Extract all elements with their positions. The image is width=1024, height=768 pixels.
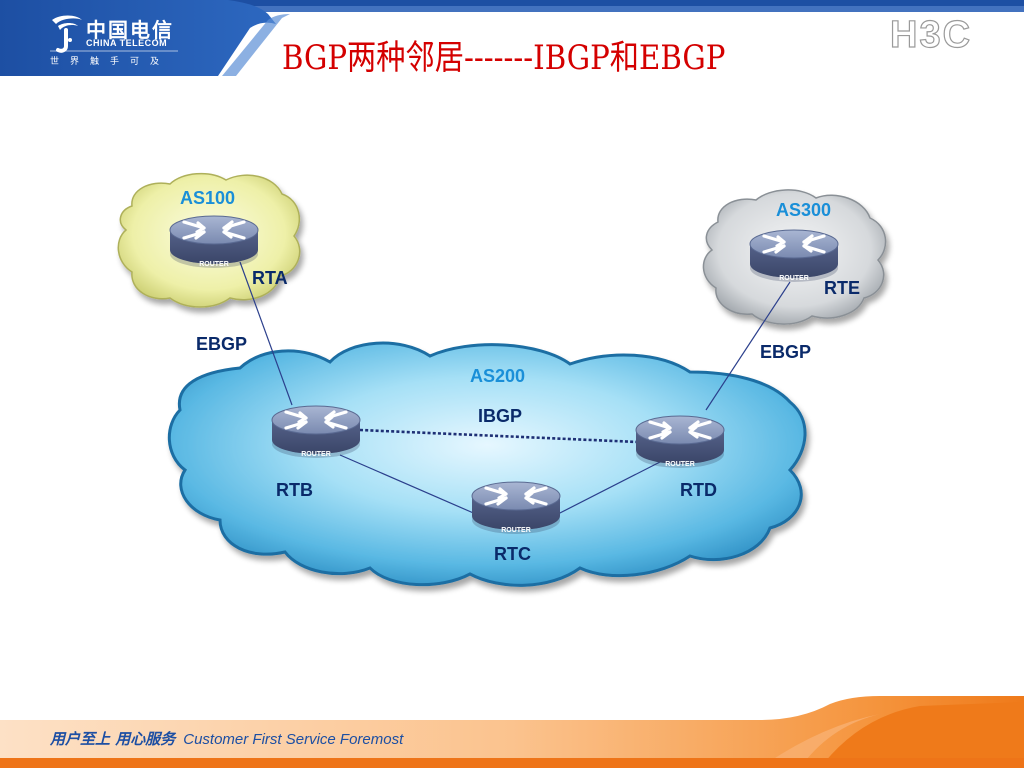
router-rtb-label: RTB xyxy=(276,480,313,500)
router-rtc-label: RTC xyxy=(494,544,531,564)
brand-name-en: CHINA TELECOM xyxy=(86,38,168,48)
as200-label: AS200 xyxy=(470,366,526,386)
router-badge-rtc: ROUTER xyxy=(501,527,531,534)
footer-banner xyxy=(0,696,1024,768)
page-title: BGP两种邻居-------IBGP和EBGP xyxy=(282,38,726,78)
ebgp-label-left: EBGP xyxy=(196,334,248,354)
link-rtb-rtc xyxy=(339,454,479,516)
router-badge-rtd: ROUTER xyxy=(665,461,695,468)
as100-label: AS100 xyxy=(180,188,236,208)
footer-slogan-en: Customer First Service Foremost xyxy=(183,731,404,748)
header-banner xyxy=(0,0,1024,76)
brand-motto: 世界触手可及 xyxy=(50,57,171,67)
h3c-logo: H3C xyxy=(889,13,973,56)
link-rtc-rtd xyxy=(555,461,661,516)
router-badge-rtb: ROUTER xyxy=(301,451,331,458)
footer-slogan: 用户至上 用心服务 Customer First Service Foremost xyxy=(50,728,403,749)
ebgp-link-rta-rtb xyxy=(239,261,293,406)
brand-name-cn: 中国电信 xyxy=(86,18,174,42)
as300-label: AS300 xyxy=(776,200,832,220)
ebgp-label-right: EBGP xyxy=(760,342,812,362)
router-rta-label: RTA xyxy=(252,268,288,288)
router-rtd-label: RTD xyxy=(680,480,717,500)
router-badge-rta: ROUTER xyxy=(199,261,229,268)
china-telecom-logo-icon xyxy=(52,15,82,53)
ebgp-link-rte-rtd xyxy=(705,281,791,411)
ibgp-label: IBGP xyxy=(478,406,523,426)
as200-cloud xyxy=(167,341,807,587)
footer-slogan-cn: 用户至上 用心服务 xyxy=(50,730,176,748)
router-badge-rte: ROUTER xyxy=(779,275,809,282)
router-rte-label: RTE xyxy=(824,278,860,298)
